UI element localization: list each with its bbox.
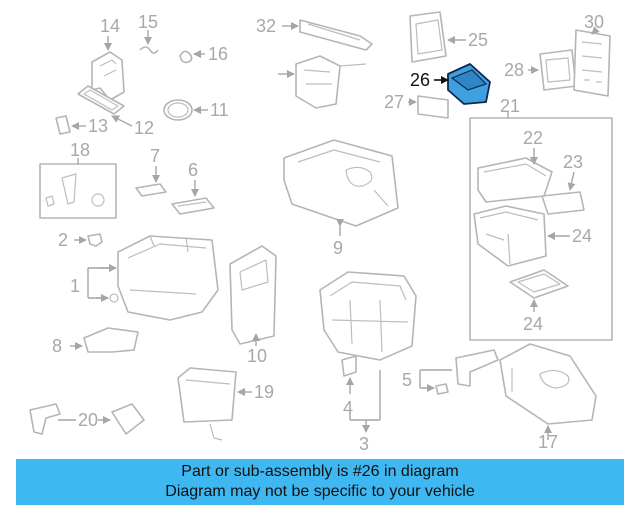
label-5: 5: [402, 370, 412, 390]
part-5-brackets: 5: [402, 349, 499, 394]
part-1-console-base: 1: [70, 235, 219, 321]
part-18-clip-kit: 18: [39, 140, 117, 219]
label-7: 7: [150, 146, 160, 166]
part-28-plate: 27: [384, 92, 449, 119]
part-3-console-frame: 3: [319, 271, 417, 454]
label-19: 19: [254, 382, 274, 402]
part-22-lid: 22: [477, 128, 553, 203]
part-12-mat: 12: [77, 85, 154, 138]
label-3: 3: [359, 434, 369, 454]
part-21-armrest-assembly: 21 22 23 24 24: [469, 96, 613, 341]
label-1: 1: [70, 276, 80, 296]
label-26: 26: [410, 70, 430, 90]
label-23: 23: [563, 152, 583, 172]
label-28: 27: [384, 92, 404, 112]
label-15: 15: [138, 12, 158, 32]
part-20-clips: 20: [29, 403, 145, 435]
label-30: 30: [584, 12, 604, 32]
part-2-screw: 2: [58, 230, 103, 250]
part-9-console-top: 9: [283, 139, 399, 258]
part-29-panel: 28: [504, 49, 577, 91]
label-13: 13: [88, 116, 108, 136]
part-32-shifter: [278, 55, 367, 109]
part-16-clip: 16: [179, 44, 228, 64]
part-23-liner: 23: [541, 152, 585, 215]
part-14-bracket: 14: [91, 16, 125, 101]
label-8: 8: [52, 336, 62, 356]
part-11-ring: 11: [163, 99, 229, 121]
label-16: 16: [208, 44, 228, 64]
label-11: 11: [210, 100, 229, 120]
part-6-pad: 6: [171, 160, 215, 215]
part-19-storage-bin: 19: [177, 367, 274, 441]
part-30-control-panel: 30: [573, 12, 611, 97]
part-7-pad: 7: [135, 146, 167, 197]
banner-line-2: Diagram may not be specific to your vehi…: [165, 483, 475, 500]
part-10-side-panel: 10: [229, 245, 277, 366]
label-6: 6: [188, 160, 198, 180]
label-18: 18: [70, 140, 90, 160]
part-4-bracket: 4: [341, 355, 357, 418]
label-12: 12: [134, 118, 154, 138]
label-31: 32: [256, 16, 276, 36]
label-2: 2: [58, 230, 68, 250]
label-27: 25: [468, 30, 488, 50]
part-25-bin: 24: [473, 205, 592, 267]
label-22: 22: [523, 128, 543, 148]
label-4: 4: [343, 398, 353, 418]
label-21: 21: [500, 96, 520, 116]
part-27-frame: 25: [409, 11, 488, 63]
part-15-clip: 15: [138, 12, 159, 54]
label-25: 24: [572, 226, 592, 246]
part-31-armrest-bar: 32: [256, 16, 373, 51]
banner-line-1: Part or sub-assembly is #26 in diagram: [181, 463, 459, 480]
label-20: 20: [78, 410, 98, 430]
label-10: 10: [247, 346, 267, 366]
part-8-bracket: 8: [52, 327, 139, 356]
label-17: 17: [538, 432, 558, 452]
part-13-button: 13: [55, 115, 108, 136]
label-29: 28: [504, 60, 524, 80]
info-banner: Part or sub-assembly is #26 in diagram D…: [16, 459, 624, 505]
part-26-highlighted: 26: [410, 63, 491, 105]
label-24: 24: [523, 314, 543, 334]
label-14: 14: [100, 16, 120, 36]
label-9: 9: [333, 238, 343, 258]
part-17-rear-console: 17: [499, 343, 597, 452]
part-24-tray: 24: [509, 269, 569, 334]
